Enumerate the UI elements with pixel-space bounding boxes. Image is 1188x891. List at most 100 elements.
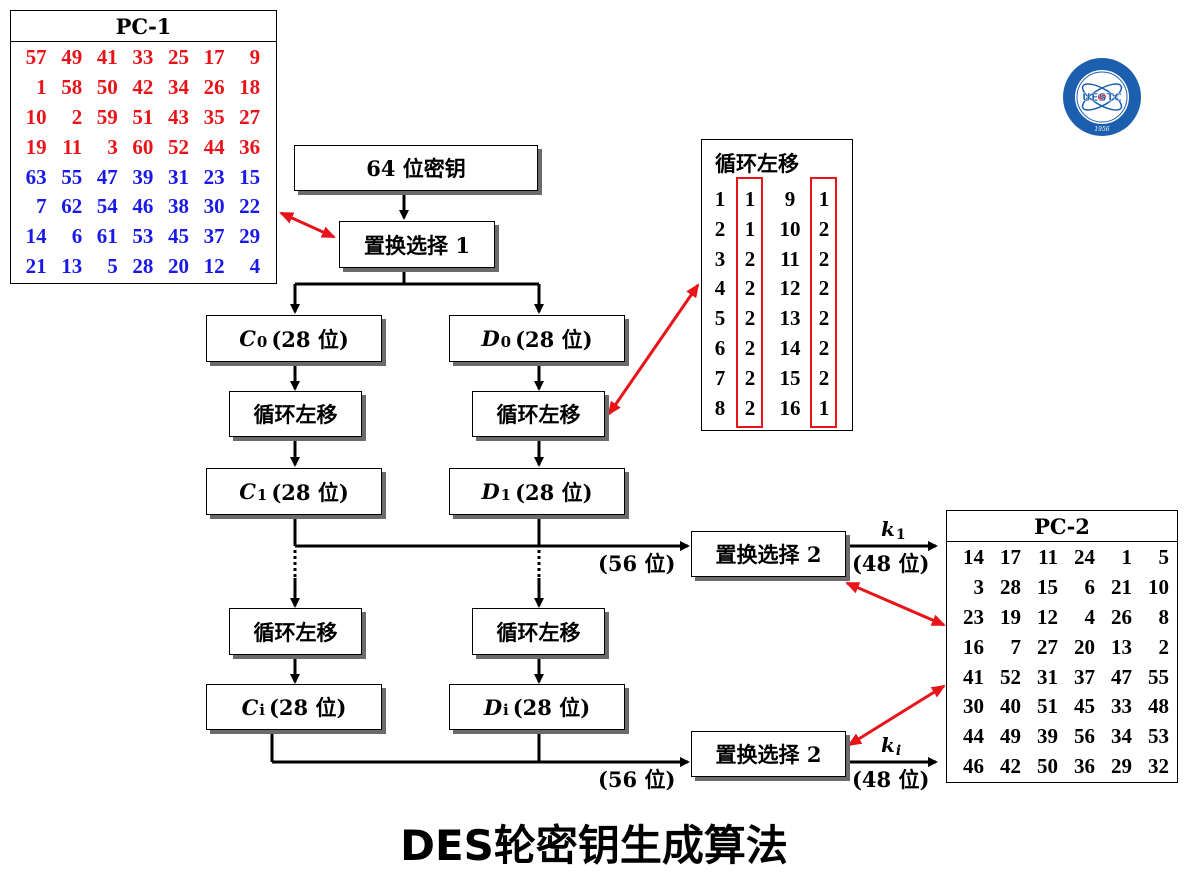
shift-box-ci: 循环左移 — [229, 608, 362, 655]
pc1-cell: 6 — [71, 224, 83, 249]
pc2-box-1-label: 置换选择 2 — [715, 542, 822, 567]
pc1-cell: 30 — [203, 194, 225, 219]
d1-var: D — [481, 479, 500, 504]
pc1-cell: 25 — [167, 45, 189, 70]
pc1-cell: 31 — [167, 164, 189, 189]
shift-table-cell: 1 — [744, 216, 756, 241]
shift-table-cell: 2 — [818, 246, 830, 271]
pc2-cell: 47 — [1111, 664, 1132, 689]
shift-table-cell: 16 — [779, 395, 801, 420]
ci-var: C — [241, 694, 259, 720]
pc1-cell: 46 — [132, 194, 154, 219]
shift-box-di: 循环左移 — [472, 608, 605, 655]
pc2-cell: 39 — [1037, 724, 1058, 749]
pc1-cell: 55 — [61, 164, 83, 189]
c1-text: (28 位) — [271, 479, 349, 505]
pc1-title: PC-1 — [11, 11, 276, 42]
shift-col2-frame — [810, 177, 837, 428]
pc2-cell: 50 — [1037, 753, 1058, 778]
shift-table-cell: 2 — [714, 216, 726, 241]
shift-table-cell: 12 — [779, 276, 801, 301]
shift-table-title: 循环左移 — [715, 151, 799, 176]
pc2-cell: 27 — [1037, 634, 1058, 659]
pc1-cell: 12 — [203, 253, 225, 278]
pc1-cell: 58 — [61, 75, 83, 100]
d0-var: D — [481, 326, 500, 351]
pc1-cell: 9 — [249, 45, 261, 70]
pc2-cell: 56 — [1074, 724, 1095, 749]
pc1-cell: 38 — [167, 194, 189, 219]
logo-year: 1956 — [1094, 126, 1109, 133]
pc2-cell: 2 — [1158, 634, 1170, 659]
pc1-cell: 2 — [71, 104, 83, 129]
pc1-cell: 34 — [167, 75, 189, 100]
pc1-box: 置换选择 1 — [339, 221, 495, 268]
pc2-cell: 48 — [1148, 694, 1169, 719]
pc2-box-i: 置换选择 2 — [691, 731, 846, 777]
pc1-box-label: 置换选择 1 — [364, 232, 470, 258]
c0-text: (28 位) — [271, 326, 349, 352]
pc2-cell: 6 — [1084, 575, 1096, 600]
pc1-cell: 39 — [132, 164, 154, 189]
pc2-cell: 11 — [1038, 545, 1058, 570]
pc2-cell: 16 — [963, 634, 984, 659]
pc2-cell: 40 — [1000, 694, 1021, 719]
pc1-cell: 29 — [239, 224, 261, 249]
pc1-cell: 15 — [239, 164, 261, 189]
ki-var: k — [881, 733, 895, 757]
c1-var: C — [239, 479, 256, 504]
pc1-cell: 10 — [25, 104, 47, 129]
pc2-cell: 15 — [1037, 575, 1058, 600]
pc2-cell: 26 — [1111, 604, 1132, 629]
pc1-cell: 63 — [25, 164, 47, 189]
ci-text: (28 位) — [269, 695, 347, 720]
pc2-cell: 19 — [1000, 604, 1021, 629]
pc1-cell: 3 — [107, 134, 118, 159]
pc2-cell: 31 — [1037, 664, 1058, 689]
pc2-cell: 52 — [1000, 664, 1021, 689]
pc1-cell: 7 — [36, 194, 47, 219]
pc1-cell: 35 — [203, 104, 225, 129]
pc2-cell: 45 — [1074, 694, 1095, 719]
shift-box-d1: 循环左移 — [472, 391, 605, 437]
pc2-cell: 36 — [1074, 753, 1095, 778]
pc1-cell: 41 — [96, 45, 118, 70]
pc2-cell: 24 — [1074, 545, 1095, 570]
pc1-cell: 49 — [61, 45, 83, 70]
d1-sub: 1 — [500, 485, 512, 504]
pc1-cell: 53 — [132, 224, 154, 249]
shift-table-cell: 4 — [714, 276, 726, 301]
c0-var: C — [239, 326, 256, 351]
pc1-cell: 45 — [167, 224, 189, 249]
c0-sub: 0 — [256, 332, 268, 351]
pc2-cell: 13 — [1111, 634, 1132, 659]
k1-sub: 1 — [895, 527, 906, 543]
page-title: DES轮密钥生成算法 — [400, 821, 788, 870]
pc1-cell: 37 — [203, 224, 225, 249]
pc1-cell: 19 — [25, 134, 47, 159]
pc2-cell: 53 — [1148, 724, 1169, 749]
shift-box-c1: 循环左移 — [229, 391, 362, 437]
pc1-cell: 51 — [132, 104, 154, 129]
red-arrow-shift — [607, 283, 700, 416]
shift-box-d1-label: 循环左移 — [496, 402, 581, 427]
pc2-box-1: 置换选择 2 — [691, 531, 846, 577]
